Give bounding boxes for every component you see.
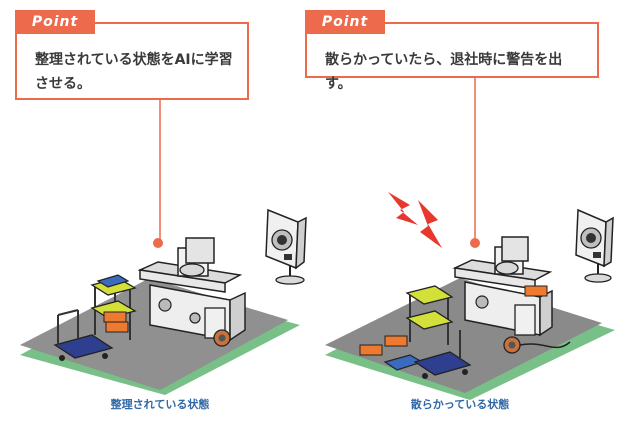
shelf-cart [405,285,454,345]
camera-icon [575,208,614,283]
machine [452,236,571,354]
messy-scene-illustration [325,72,615,400]
point-label: Point [15,10,95,34]
point-box: Point 散らかっていたら、退社時に警告を出す。 [305,10,599,92]
organized-panel: Point 整理されている状態をAIに学習させる。 整理されている状態 [15,10,307,411]
point-label: Point [305,10,385,34]
connector-dot [153,238,163,248]
scattered-boxes [359,335,424,371]
connector-dot [470,238,480,248]
floor [325,278,602,393]
point-text: 散らかっていたら、退社時に警告を出す。 [325,52,563,92]
caption: 散らかっている状態 [410,398,510,411]
point-text: 整理されている状態をAIに学習させる。 [35,52,233,92]
hand-truck [53,309,114,361]
shelf-cart [90,274,137,340]
machine [137,237,246,347]
point-box: Point 整理されている状態をAIに学習させる。 [15,10,249,100]
camera-icon [265,208,307,285]
hand-truck [413,330,472,379]
lightning-icon [388,192,442,248]
caption: 整理されている状態 [110,398,210,411]
organized-scene-illustration [20,100,307,395]
messy-panel: Point 散らかっていたら、退社時に警告を出す。 散らかっている状態 [300,0,620,439]
